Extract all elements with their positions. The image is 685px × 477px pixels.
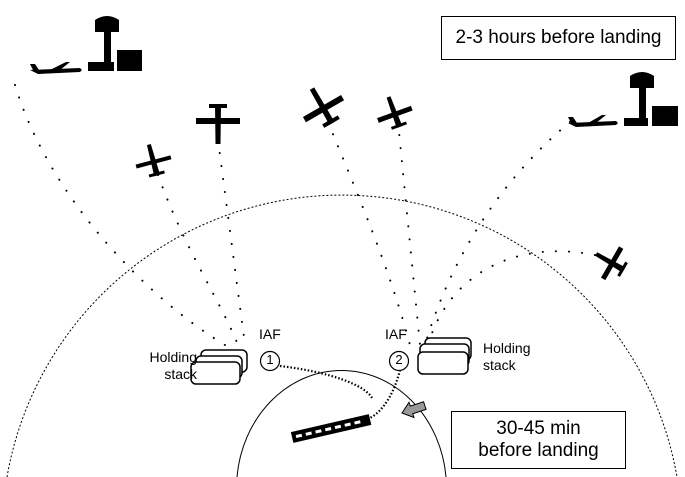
- final-approach-paths: [279, 364, 402, 419]
- holding-left-line2: stack: [164, 366, 197, 382]
- label-before-landing: before landing: [478, 440, 599, 461]
- holding-stack-label-left: Holding stack: [127, 349, 197, 383]
- airplane-side-icon-left: [30, 62, 82, 74]
- fix-2-number: 2: [395, 352, 403, 367]
- fix-1-number: 1: [266, 352, 274, 367]
- airplane-side-icon-right: [568, 115, 618, 127]
- label-box-2-3-hours: 2-3 hours before landing: [441, 16, 676, 60]
- trajectory-right: [427, 250, 596, 346]
- arrow-icon: [401, 401, 427, 419]
- approach-from-fix1: [279, 364, 373, 399]
- approach-from-fix2: [369, 369, 402, 419]
- iaf-label-right: IAF: [385, 326, 407, 342]
- trajectory-4: [397, 121, 421, 346]
- trajectory-far-right: [424, 121, 571, 346]
- holding-right-line2: stack: [483, 357, 516, 373]
- outer-sector-boundary: [6, 194, 678, 477]
- runway-icon: [290, 414, 372, 443]
- holding-stack-left-icon: [190, 349, 248, 385]
- label-box-30-45-min: 30-45 min before landing: [451, 411, 626, 469]
- fix-2-marker: [388, 350, 410, 372]
- control-tower-icon-left: [88, 16, 142, 71]
- label-2-3-hours: 2-3 hours before landing: [455, 27, 662, 48]
- trajectory-far-left: [14, 84, 226, 346]
- airplane-icon-5: [595, 246, 628, 281]
- holding-left-line1: Holding: [149, 349, 197, 365]
- terminal-area-boundary: [236, 370, 447, 477]
- arrival-trajectories: [14, 84, 596, 346]
- holding-stack-right-icon: [417, 337, 472, 375]
- trajectory-2: [217, 139, 246, 346]
- label-30-45-min: 30-45 min: [496, 418, 581, 439]
- airplane-icon-2: [196, 104, 240, 144]
- holding-right-line1: Holding: [483, 340, 531, 356]
- trajectory-3: [327, 121, 411, 346]
- airplane-icon-3: [302, 87, 345, 128]
- control-tower-icon-right: [624, 72, 678, 126]
- holding-stack-label-right: Holding stack: [483, 340, 553, 374]
- airplanes-top-view: [135, 87, 628, 281]
- fix-1-marker: [259, 350, 281, 372]
- airplane-icon-4: [377, 96, 413, 130]
- trajectory-1: [157, 174, 239, 346]
- iaf-label-left: IAF: [259, 326, 281, 342]
- airplane-icon-1: [135, 144, 172, 178]
